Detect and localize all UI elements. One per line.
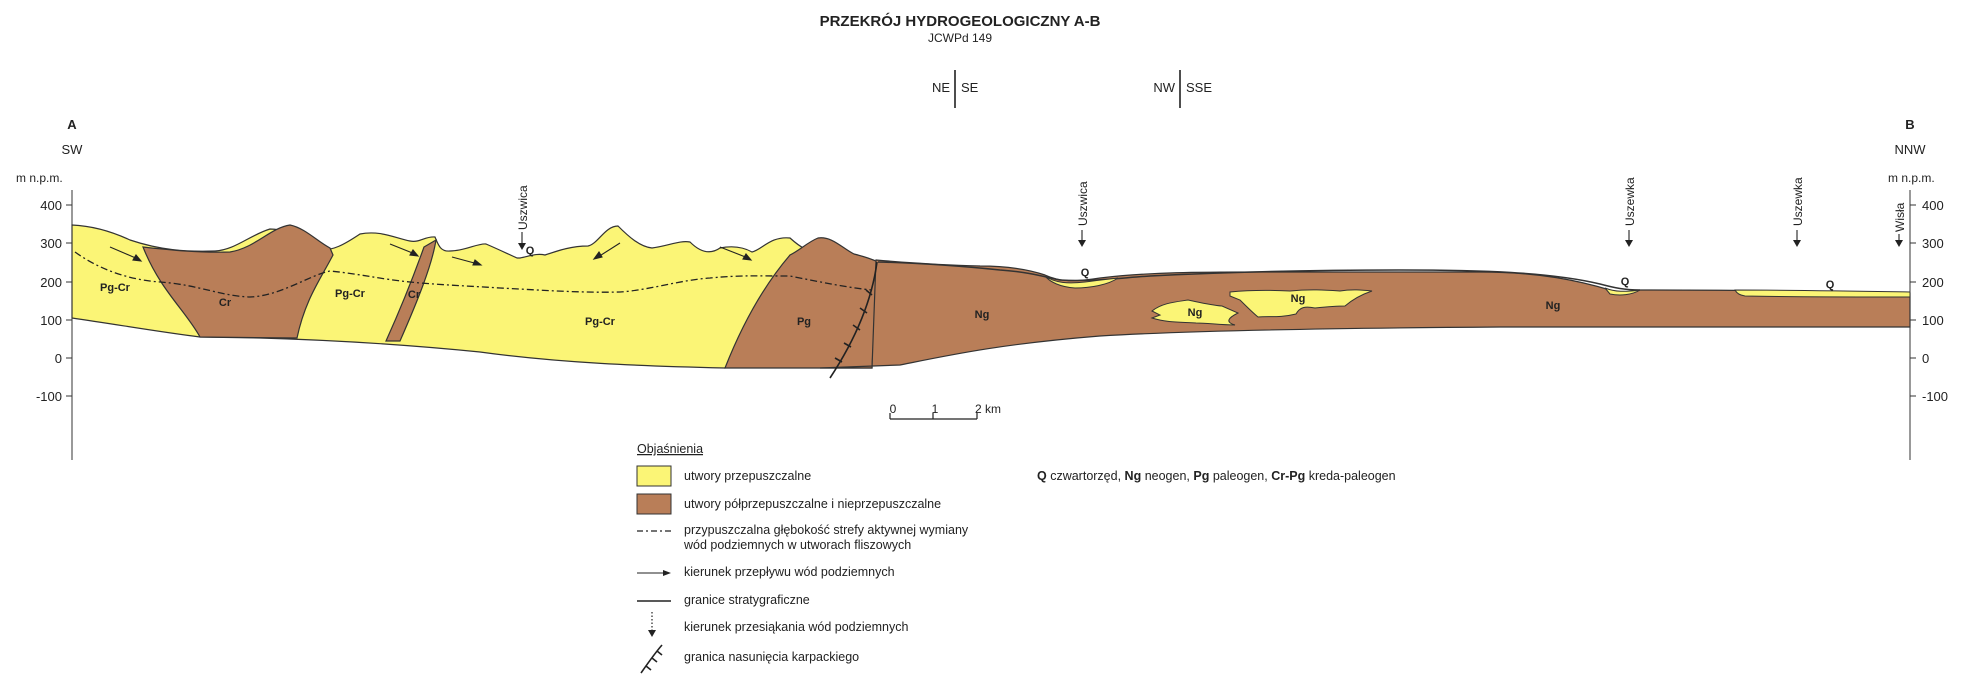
- legend-text-permeable: utwory przepuszczalne: [684, 469, 811, 483]
- unit-label-q: Q: [1081, 267, 1090, 279]
- river-marker-wisla: Wisła: [1893, 202, 1907, 247]
- right-axis-ticks: 400 300 200 100 0 -100: [1922, 198, 1948, 404]
- legend-swatch-permeable: [637, 466, 671, 486]
- legend-swatch-semipermeable: [637, 494, 671, 514]
- scale-bar: 0 1 2 km: [890, 402, 1001, 419]
- unit-label-q: Q: [1621, 276, 1630, 288]
- abbr-code-ng: Ng: [1125, 469, 1142, 483]
- abbr-name-crpg: kreda-paleogen: [1305, 469, 1395, 483]
- right-tick-minus100: -100: [1922, 389, 1948, 404]
- end-label-a: A: [67, 117, 77, 132]
- left-tick-0: 0: [55, 351, 62, 366]
- unit-label-ng: Ng: [975, 309, 990, 321]
- bend-1-right: SE: [961, 80, 979, 95]
- river-marker-uszwica-2: Uszwica: [1076, 181, 1090, 247]
- unit-label-ng: Ng: [1546, 300, 1561, 312]
- unit-label-ng: Ng: [1188, 307, 1203, 319]
- left-axis-unit: m n.p.m.: [16, 171, 63, 185]
- legend-symbol-thrust: [641, 645, 662, 673]
- right-tick-400: 400: [1922, 198, 1944, 213]
- legend-text-flow: kierunek przepływu wód podziemnych: [684, 565, 895, 579]
- left-tick-400: 400: [40, 198, 62, 213]
- river-label: Uszewka: [1623, 177, 1637, 226]
- scale-label-2: 2 km: [975, 402, 1001, 416]
- unit-label-cr: Cr: [219, 297, 232, 309]
- abbr-code-crpg: Cr-Pg: [1271, 469, 1305, 483]
- end-label-b: B: [1905, 117, 1914, 132]
- legend-text-strat: granice stratygraficzne: [684, 593, 810, 607]
- quaternary-cover-wisla: [1735, 290, 1910, 297]
- abbr-code-q: Q: [1037, 469, 1047, 483]
- left-tick-300: 300: [40, 236, 62, 251]
- abbr-code-pg: Pg: [1193, 469, 1209, 483]
- unit-label-q: Q: [526, 245, 535, 257]
- unit-label-pg-cr: Pg-Cr: [585, 316, 616, 328]
- right-elevation-axis: [1910, 190, 1916, 460]
- legend-text-semipermeable: utwory półprzepuszczalne i nieprzepuszcz…: [684, 497, 941, 511]
- end-direction-sw: SW: [62, 142, 84, 157]
- river-marker-uszwica-1: Uszwica: [516, 185, 530, 250]
- legend-heading: Objaśnienia: [637, 442, 703, 456]
- abbr-name-pg: paleogen,: [1209, 469, 1271, 483]
- left-tick-minus100: -100: [36, 389, 62, 404]
- right-tick-0: 0: [1922, 351, 1929, 366]
- scale-label-0: 0: [890, 402, 897, 416]
- legend-symbol-seepage: [648, 612, 656, 637]
- left-elevation-axis: [66, 190, 72, 460]
- river-marker-uszewka-1: Uszewka: [1623, 177, 1637, 247]
- unit-label-pg: Pg: [797, 316, 811, 328]
- legend-text-thrust: granica nasunięcia karpackiego: [684, 650, 859, 664]
- legend-abbreviations: Q czwartorzęd, Ng neogen, Pg paleogen, C…: [1037, 469, 1396, 483]
- bend-2-right: SSE: [1186, 80, 1212, 95]
- left-axis-ticks: 400 300 200 100 0 -100: [36, 198, 62, 404]
- unit-label-cr: Cr: [408, 289, 421, 301]
- unit-label-ng: Ng: [1291, 293, 1306, 305]
- river-label: Uszwica: [516, 185, 530, 230]
- right-tick-300: 300: [1922, 236, 1944, 251]
- river-label: Uszwica: [1076, 181, 1090, 226]
- legend-text-active-zone-1: przypuszczalna głębokość strefy aktywnej…: [684, 523, 969, 537]
- unit-label-pg-cr: Pg-Cr: [335, 288, 366, 300]
- right-axis-unit: m n.p.m.: [1888, 171, 1935, 185]
- left-tick-200: 200: [40, 275, 62, 290]
- bend-marker-2: NW SSE: [1153, 70, 1212, 108]
- abbr-name-q: czwartorzęd,: [1047, 469, 1125, 483]
- end-direction-nnw: NNW: [1894, 142, 1926, 157]
- section-subtitle: JCWPd 149: [928, 31, 992, 45]
- legend-text-active-zone-2: wód podziemnych w utworach fliszowych: [683, 538, 911, 552]
- unit-label-q: Q: [1826, 279, 1835, 291]
- scale-label-1: 1: [932, 402, 939, 416]
- section-title: PRZEKRÓJ HYDROGEOLOGICZNY A-B: [820, 12, 1101, 30]
- right-tick-100: 100: [1922, 313, 1944, 328]
- bend-marker-1: NE SE: [932, 70, 979, 108]
- left-tick-100: 100: [40, 313, 62, 328]
- right-tick-200: 200: [1922, 275, 1944, 290]
- unit-label-pg-cr: Pg-Cr: [100, 282, 131, 294]
- bend-2-left: NW: [1153, 80, 1175, 95]
- legend-symbol-flow: [637, 570, 671, 576]
- river-label: Wisła: [1893, 202, 1907, 232]
- river-marker-uszewka-2: Uszewka: [1791, 177, 1805, 247]
- bend-1-left: NE: [932, 80, 950, 95]
- abbr-name-ng: neogen,: [1141, 469, 1193, 483]
- legend: Objaśnienia utwory przepuszczalne utwory…: [637, 442, 1396, 673]
- legend-text-seepage: kierunek przesiąkania wód podziemnych: [684, 620, 908, 634]
- river-label: Uszewka: [1791, 177, 1805, 226]
